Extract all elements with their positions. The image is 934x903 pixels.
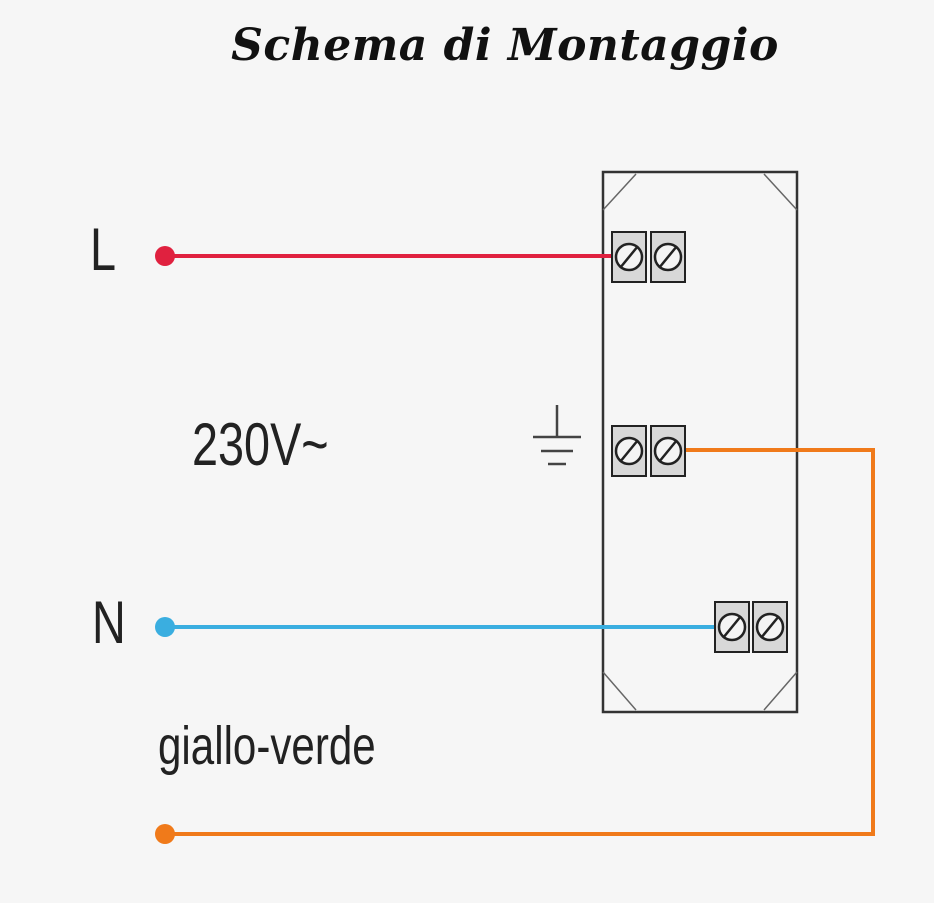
screw-terminal-icon [752,601,788,653]
screw-terminal-icon [714,601,750,653]
screw-terminal-icon [611,425,647,477]
ground-symbol-icon [533,405,581,466]
terminal-block-neutral [714,601,788,653]
screw-terminal-icon [611,231,647,283]
neutral-terminal-dot [155,617,175,637]
diagram-title: Schema di Montaggio [231,20,779,71]
device-box [601,170,799,714]
screw-terminal-icon [650,425,686,477]
earth-wire [165,448,875,836]
terminal-block-earth [611,425,686,477]
line-terminal-dot [155,246,175,266]
neutral-label: N [92,589,126,656]
earth-wire-label: giallo-verde [158,716,376,776]
screw-terminal-icon [650,231,686,283]
voltage-label: 230V~ [192,411,329,478]
line-label: L [90,216,117,283]
terminal-block-line [611,231,686,283]
earth-terminal-dot [155,824,175,844]
